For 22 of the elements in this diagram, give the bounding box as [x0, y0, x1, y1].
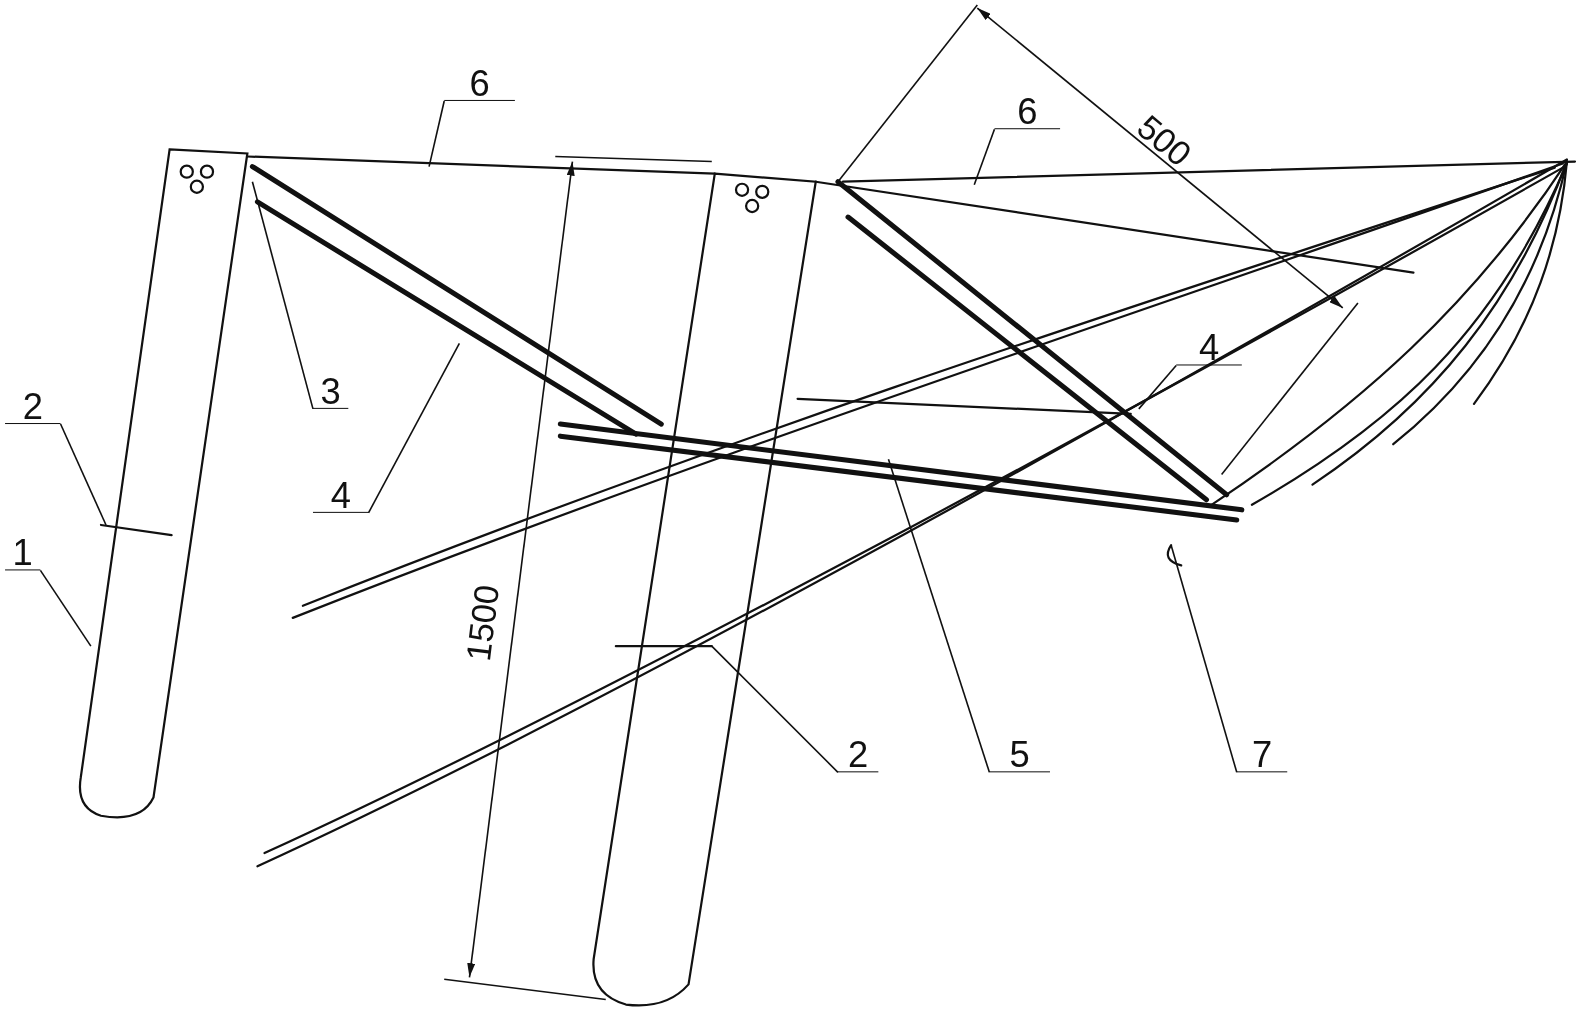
callout-number: 6: [994, 94, 1061, 130]
callout-number: 5: [989, 738, 1050, 773]
leader-line: [59, 423, 107, 526]
leader-line: [367, 342, 461, 514]
callout-number: 2: [5, 389, 61, 425]
dimension-value: 500: [1131, 108, 1198, 172]
leader-line: [973, 128, 996, 186]
leader-line: [1138, 364, 1177, 410]
callout-number: 2: [837, 738, 879, 773]
callout-number: 4: [1176, 331, 1242, 366]
dimension-value: 1500: [460, 582, 505, 663]
leader-line: [1170, 544, 1238, 774]
callout-number: 7: [1236, 738, 1288, 773]
leader-line: [887, 458, 991, 774]
leader-line: [251, 180, 314, 410]
leader-line: [39, 569, 92, 647]
callout-number: 3: [313, 374, 349, 409]
callout-number: 4: [313, 478, 369, 513]
callout-number: 6: [444, 66, 515, 101]
leader-line: [710, 645, 839, 774]
leader-line: [428, 100, 446, 168]
callout-number: 1: [5, 536, 41, 571]
